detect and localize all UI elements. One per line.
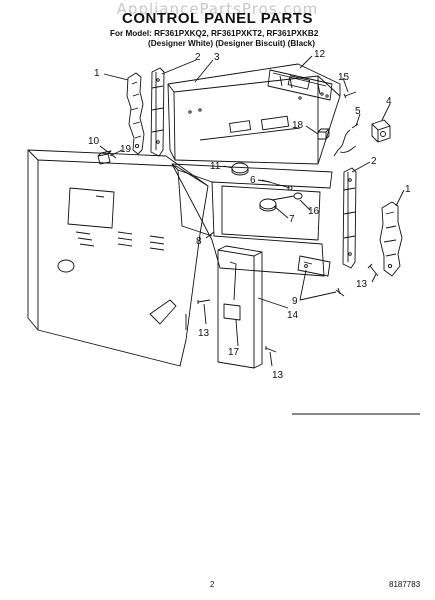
callout-2a: 2 [195, 52, 201, 63]
callout-14: 14 [287, 310, 299, 321]
callout-13b: 13 [356, 279, 368, 290]
part-screw-13b [265, 346, 277, 353]
callout-3: 3 [214, 52, 220, 63]
part-switch [371, 119, 391, 143]
part-clip [317, 128, 330, 140]
callout-9: 9 [292, 296, 298, 307]
callout-18: 18 [292, 120, 304, 131]
callout-2b: 2 [371, 156, 377, 167]
callout-1b: 1 [405, 184, 411, 195]
callout-12: 12 [314, 49, 326, 60]
callout-4: 4 [386, 96, 392, 107]
part-control-board [267, 69, 333, 101]
callout-8: 8 [196, 236, 202, 247]
part-knob-16 [271, 192, 303, 201]
part-side-bracket-right [342, 167, 357, 269]
page-number: 2 [210, 580, 215, 589]
part-screw-13a [197, 299, 211, 304]
callout-17: 17 [228, 347, 240, 358]
document-number: 8187783 [389, 580, 421, 589]
part-control-panel [167, 63, 341, 165]
part-knob-7 [259, 198, 277, 212]
part-knob-11 [231, 162, 249, 176]
part-end-cap-left [126, 72, 145, 155]
callout-7: 7 [289, 214, 295, 225]
part-screw-15 [343, 91, 357, 99]
part-side-bracket-left [150, 67, 165, 157]
page-title: CONTROL PANEL PARTS [122, 10, 313, 27]
colors-line: (Designer White) (Designer Biscuit) (Bla… [148, 39, 315, 48]
callout-10: 10 [88, 136, 100, 147]
callout-1a: 1 [94, 68, 100, 79]
watermark-text: AppliancePartsPros.com [116, 0, 319, 18]
part-block-19 [97, 150, 112, 165]
part-backguard-frame [171, 163, 333, 277]
callout-6: 6 [250, 175, 256, 186]
part-rear-panel [27, 149, 209, 367]
callout-16: 16 [308, 206, 320, 217]
callout-13c: 13 [272, 370, 284, 381]
callout-11: 11 [210, 161, 221, 172]
part-bracket-9 [297, 255, 345, 297]
models-line: For Model: RF361PXKQ2, RF361PXKT2, RF361… [110, 29, 319, 38]
part-end-cap-right [379, 201, 403, 277]
callout-15: 15 [338, 72, 350, 83]
part-screw-13c [367, 263, 379, 277]
callout-19: 19 [120, 144, 132, 155]
callout-5: 5 [355, 106, 361, 117]
callout-13a: 13 [198, 328, 210, 339]
part-wire-harness [333, 123, 359, 157]
part-vent-duct [217, 245, 263, 369]
